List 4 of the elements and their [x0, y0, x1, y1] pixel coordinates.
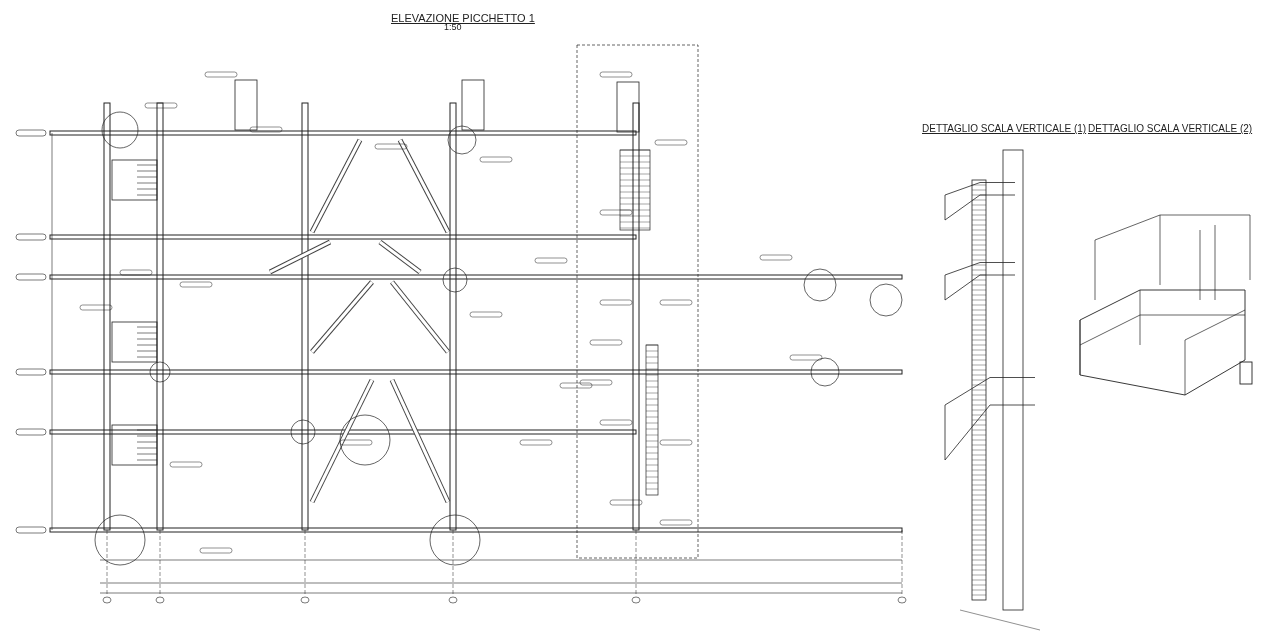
detail-title: DETTAGLIO SCALA VERTICALE (2): [1088, 123, 1253, 134]
scale-label: 1:50: [444, 22, 462, 32]
drawing-title: ELEVAZIONE PICCHETTO 1: [391, 12, 535, 24]
detail-title: DETTAGLIO SCALA VERTICALE (1): [922, 123, 1087, 134]
